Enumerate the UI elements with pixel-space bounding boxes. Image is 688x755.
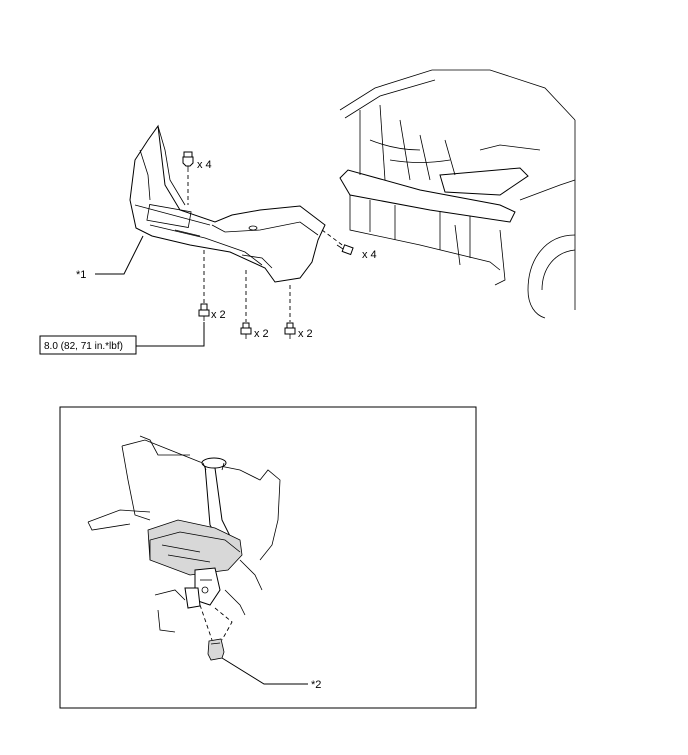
left-bolts-quantity: x 2 [211, 309, 226, 321]
torque-spec-text: 8.0 (82, 71 in.*lbf) [44, 341, 123, 352]
washer-tank-detail-illustration [87, 435, 281, 633]
dashed-line-side-screws [321, 229, 346, 248]
detail-panel-frame [59, 406, 477, 709]
screw-icon [336, 244, 354, 256]
vehicle-front-illustration [339, 69, 576, 319]
clip-icon [207, 638, 225, 661]
torque-spec-box [39, 335, 137, 355]
bolt-icon [198, 303, 210, 321]
right-screws-quantity: x 2 [298, 328, 313, 340]
bumper-callout-label: *1 [76, 269, 86, 281]
clip-icon [182, 151, 194, 172]
front-bumper-cover [129, 124, 326, 283]
dashed-line-clip-left [199, 604, 213, 641]
clip-callout-label: *2 [311, 679, 321, 691]
side-screws-quantity: x 4 [362, 249, 377, 261]
top-clips-quantity: x 4 [197, 159, 212, 171]
dashed-line-clip-right [214, 607, 233, 641]
torque-leader-line [136, 322, 205, 347]
screw-icon [240, 322, 252, 339]
screw-icon [284, 322, 296, 339]
bumper-leader-line [95, 235, 144, 275]
mid-screws-quantity: x 2 [254, 328, 269, 340]
clip-leader-line [221, 657, 308, 685]
